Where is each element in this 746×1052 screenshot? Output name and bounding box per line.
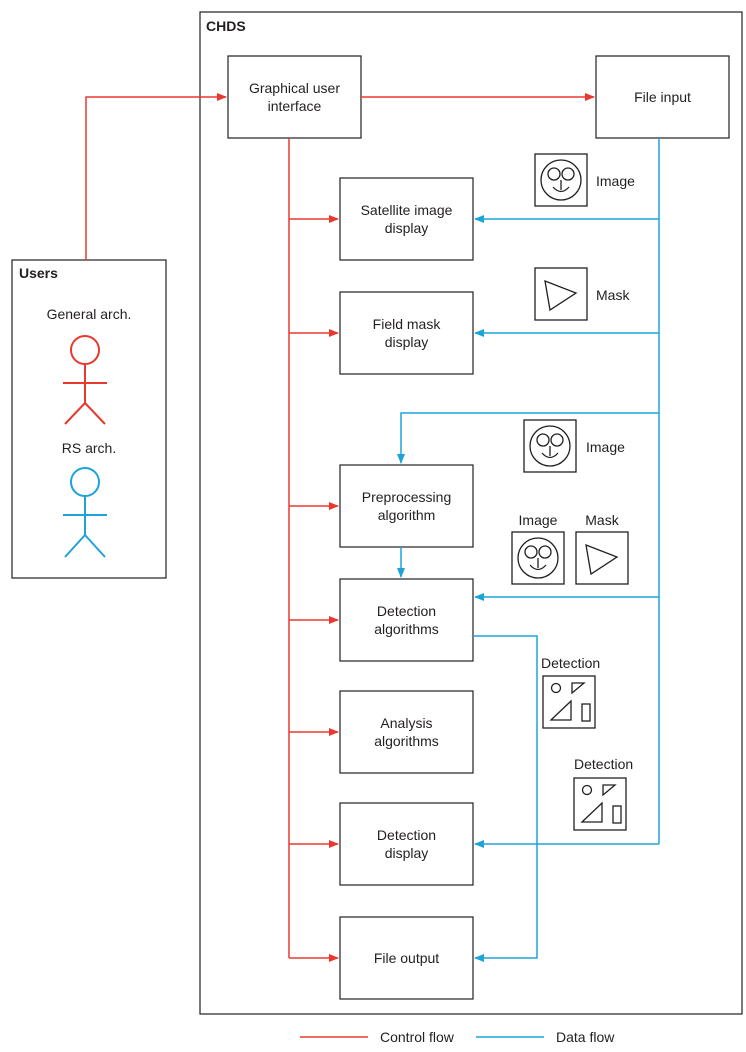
data-to-preprocessing <box>397 412 659 464</box>
user-icon <box>63 467 107 558</box>
users-box <box>11 259 167 579</box>
image-label: Image <box>518 512 558 528</box>
detection-icon <box>542 675 596 729</box>
preprocessing-box[interactable] <box>339 464 474 548</box>
detection-label: Detection <box>541 655 601 671</box>
image-icon <box>511 531 565 585</box>
legend-control-label: Control flow <box>380 1029 454 1045</box>
rs-arch-label: RS arch. <box>61 440 117 456</box>
mask-icon <box>534 267 588 321</box>
detection-icon <box>573 777 627 831</box>
data-detection-to-file-output <box>473 635 538 962</box>
legend-data-label: Data flow <box>556 1029 615 1045</box>
gui-box[interactable] <box>227 55 362 139</box>
general-arch-label: General arch. <box>46 306 132 322</box>
mask-label: Mask <box>596 287 630 303</box>
satellite-display-box[interactable] <box>339 177 474 261</box>
file-input-label: File input <box>634 89 691 105</box>
analysis-algorithms-box[interactable] <box>339 690 474 774</box>
detection-label: Detection <box>574 756 634 772</box>
image-icon <box>523 419 577 473</box>
chds-frame <box>199 11 743 1015</box>
control-users-to-gui <box>85 93 227 260</box>
image-label: Image <box>596 173 635 189</box>
file-output-label: File output <box>373 950 440 966</box>
field-mask-display-box[interactable] <box>339 291 474 375</box>
system-title: CHDS <box>206 18 246 34</box>
mask-label: Mask <box>585 512 619 528</box>
users-title: Users <box>19 265 58 281</box>
file-output-box[interactable] <box>339 916 474 1000</box>
mask-icon <box>575 531 629 585</box>
detection-algorithms-box[interactable] <box>339 578 474 662</box>
image-icon <box>534 153 588 207</box>
image-label: Image <box>586 439 625 455</box>
user-icon <box>63 335 107 425</box>
file-input-box[interactable] <box>595 55 730 139</box>
detection-display-box[interactable] <box>339 802 474 886</box>
